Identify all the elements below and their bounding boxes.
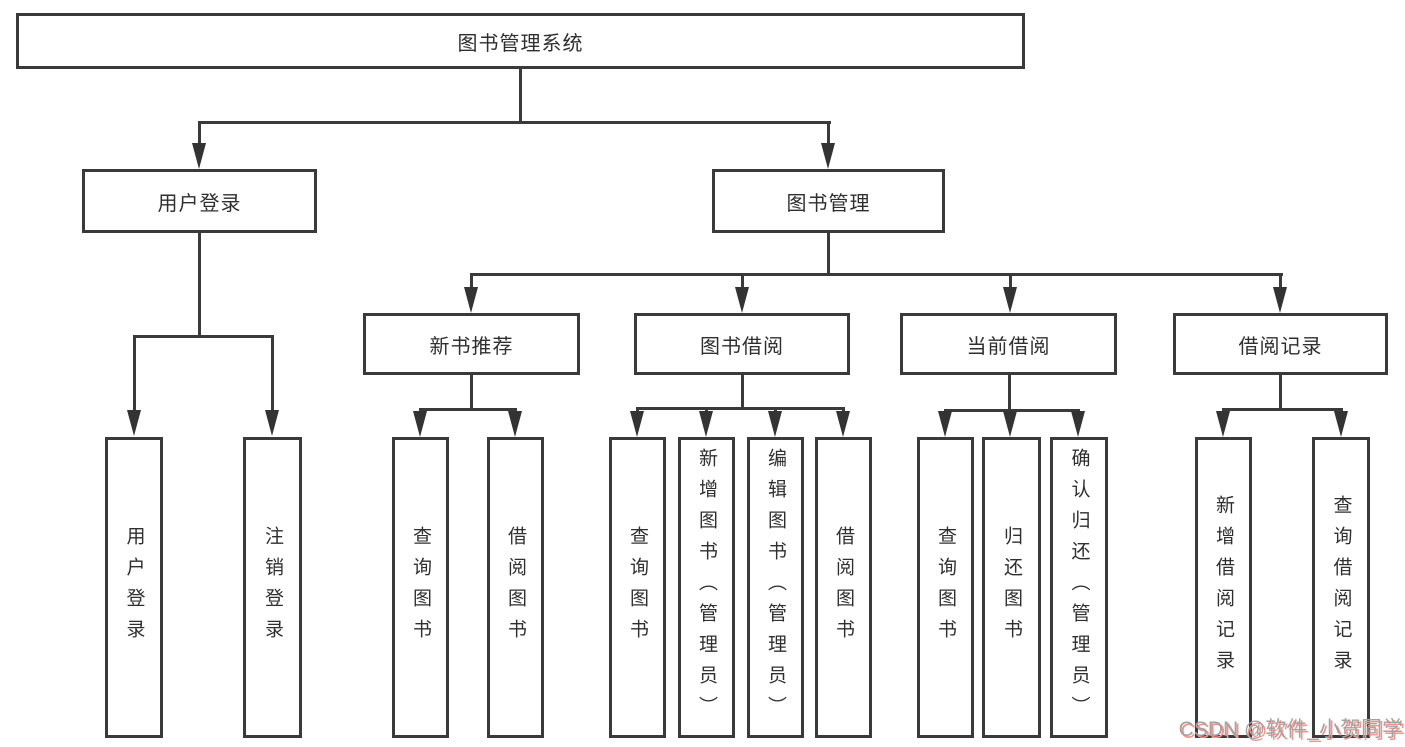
connector-borrow-leaf2-drop — [705, 407, 708, 414]
connector-recommend-drop — [470, 273, 473, 289]
leaf-logout: 注销登录 — [243, 437, 302, 738]
connector-borrow-rail — [637, 407, 844, 410]
leaf-borrow-query-book: 查询图书 — [609, 437, 666, 738]
leaf-records-query-record-label: 查询借阅记录 — [1330, 494, 1352, 681]
arrow-down-borrow-leaf2 — [699, 411, 713, 437]
connector-records-stem — [1279, 375, 1282, 408]
leaf-borrow-edit-book-admin-label: 编辑图书（管理员） — [765, 448, 786, 727]
arrow-down-recommend — [464, 287, 478, 313]
leaf-borrow-query-book-label: 查询图书 — [627, 525, 648, 650]
node-book-management-label: 图书管理 — [786, 192, 871, 215]
node-book-management: 图书管理 — [712, 169, 945, 233]
node-book-borrow: 图书借阅 — [634, 313, 850, 375]
leaf-user-login: 用户登录 — [105, 437, 163, 738]
leaf-records-add-record-label: 新增借阅记录 — [1213, 494, 1234, 681]
connector-login-leaf2-drop — [271, 335, 274, 412]
node-root-label: 图书管理系统 — [457, 32, 584, 55]
connector-borrow-leaf3-drop — [774, 407, 777, 414]
leaf-current-query-book: 查询图书 — [917, 437, 974, 738]
leaf-records-query-record: 查询借阅记录 — [1312, 437, 1370, 738]
leaf-borrow-add-book-admin: 新增图书（管理员） — [678, 437, 735, 738]
arrow-down-records — [1273, 287, 1287, 313]
node-book-borrow-label: 图书借阅 — [700, 335, 784, 358]
leaf-borrow-edit-book-admin: 编辑图书（管理员） — [747, 437, 804, 738]
connector-login-drop — [198, 121, 201, 146]
connector-login-leaf1-drop — [133, 335, 136, 412]
connector-borrow-leaf1-drop — [636, 407, 639, 414]
node-borrow-records-label: 借阅记录 — [1238, 335, 1323, 358]
node-user-login: 用户登录 — [82, 169, 317, 233]
node-borrow-records: 借阅记录 — [1173, 313, 1388, 375]
leaf-borrow-borrow-book: 借阅图书 — [815, 437, 872, 738]
connector-mgmt-rail — [471, 273, 1283, 276]
node-new-book-recommend: 新书推荐 — [363, 313, 580, 375]
leaf-current-confirm-return-admin-label: 确认归还（管理员） — [1068, 448, 1090, 727]
arrow-down-recommend-leaf1 — [413, 411, 427, 437]
arrow-down-login-leaf1 — [127, 410, 141, 436]
connector-borrow-leaf4-drop — [842, 407, 845, 414]
arrow-down-borrow — [735, 287, 749, 313]
leaf-recommend-borrow-book: 借阅图书 — [487, 437, 544, 738]
arrow-down-current-leaf3 — [1071, 411, 1085, 437]
connector-recommend-stem — [470, 375, 473, 408]
leaf-borrow-borrow-book-label: 借阅图书 — [833, 525, 854, 650]
leaf-logout-label: 注销登录 — [262, 525, 283, 650]
connector-borrow-stem — [741, 375, 744, 407]
connector-current-drop — [1009, 273, 1012, 289]
arrow-down-borrow-leaf3 — [768, 411, 782, 437]
leaf-current-return-book-label: 归还图书 — [1001, 525, 1022, 650]
node-root: 图书管理系统 — [16, 13, 1025, 69]
connector-login-rail — [134, 335, 273, 338]
connector-login-stem — [198, 233, 201, 335]
connector-records-rail — [1223, 408, 1342, 411]
arrow-down-records-leaf1 — [1216, 411, 1230, 437]
connector-mgmt-drop — [827, 121, 830, 146]
connector-current-rail — [945, 409, 1079, 412]
leaf-current-return-book: 归还图书 — [982, 437, 1041, 738]
arrow-down-recommend-leaf2 — [508, 411, 522, 437]
connector-borrow-drop — [741, 273, 744, 289]
node-current-borrow-label: 当前借阅 — [966, 335, 1051, 358]
leaf-recommend-query-book-label: 查询图书 — [410, 525, 431, 650]
arrow-down-current-leaf1 — [938, 411, 952, 437]
arrow-down-login-leaf2 — [265, 410, 279, 436]
node-user-login-label: 用户登录 — [157, 192, 242, 215]
connector-mgmt-stem — [827, 233, 830, 273]
arrow-down-current — [1003, 287, 1017, 313]
connector-records-drop — [1279, 273, 1282, 289]
csdn-watermark: CSDN @软件_小贺同学 — [1178, 718, 1403, 741]
arrow-down-borrow-leaf1 — [630, 411, 644, 437]
connector-current-stem — [1008, 375, 1011, 409]
leaf-recommend-borrow-book-label: 借阅图书 — [505, 525, 526, 650]
arrow-down-mgmt — [821, 143, 835, 169]
leaf-current-query-book-label: 查询图书 — [935, 525, 956, 650]
leaf-user-login-label: 用户登录 — [123, 525, 145, 650]
node-current-borrow: 当前借阅 — [900, 313, 1117, 375]
connector-recommend-rail — [420, 408, 516, 411]
leaf-recommend-query-book: 查询图书 — [392, 437, 449, 738]
arrow-down-current-leaf2 — [1003, 411, 1017, 437]
connector-root-rail — [198, 121, 831, 124]
arrow-down-records-leaf2 — [1334, 411, 1348, 437]
leaf-records-add-record: 新增借阅记录 — [1195, 437, 1252, 738]
arrow-down-borrow-leaf4 — [836, 411, 850, 437]
node-new-book-recommend-label: 新书推荐 — [429, 335, 514, 358]
leaf-current-confirm-return-admin: 确认归还（管理员） — [1050, 437, 1108, 738]
arrow-down-login — [192, 143, 206, 169]
connector-root-stem — [519, 69, 522, 121]
leaf-borrow-add-book-admin-label: 新增图书（管理员） — [696, 448, 717, 727]
